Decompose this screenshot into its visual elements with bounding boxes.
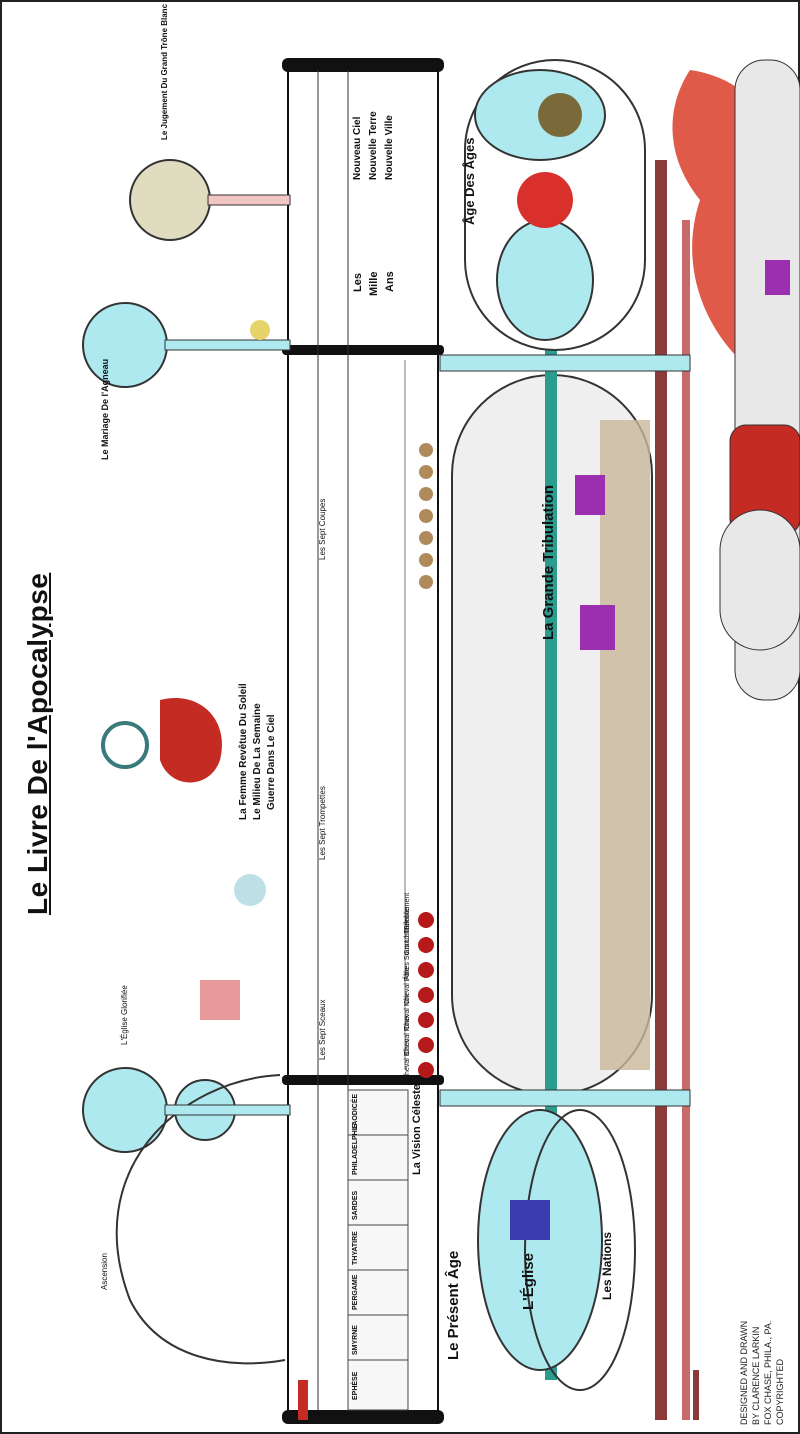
church-walled-label: L'Église Glorifiée xyxy=(120,985,129,1045)
abyss-oval xyxy=(719,509,800,651)
rapture-castle-bubble xyxy=(82,1067,168,1153)
church-label: L'Église xyxy=(520,1253,537,1310)
lamb-icon xyxy=(250,320,270,340)
nations-oval xyxy=(524,1109,636,1391)
church-smyrne: SMYRNE xyxy=(352,1325,359,1355)
judgment-label: Le Jugement Du Grand Trône Blanc xyxy=(160,3,169,140)
dragon-icon xyxy=(160,698,222,783)
cyan-band-2 xyxy=(439,354,691,372)
new-heaven: Nouveau Ciel xyxy=(352,116,363,180)
scroll-cap-mid2 xyxy=(282,345,444,355)
church-pergame: PERGAME xyxy=(352,1274,359,1310)
beast-icon xyxy=(580,605,615,650)
vision-label: La Vision Céleste xyxy=(411,1084,423,1175)
ascension-curve xyxy=(115,1074,286,1365)
seals-header: Les Sept Sceaux xyxy=(318,999,327,1060)
marriage-label: Le Mariage De l'Agneau xyxy=(100,358,110,460)
seal-dots xyxy=(418,912,434,1078)
bowl-dots xyxy=(419,443,433,589)
woman-label: La Femme Revêtue Du Soleil xyxy=(238,683,249,820)
age-line-right xyxy=(682,220,690,1420)
credit-block: DESIGNED AND DRAWN BY CLARENCE LARKIN FO… xyxy=(738,1321,786,1425)
great-tribulation-label: La Grande Tribulation xyxy=(540,484,557,640)
church-thyatire: THYATIRE xyxy=(352,1231,359,1265)
credit-line-1: DESIGNED AND DRAWN xyxy=(739,1320,749,1425)
throne-icon xyxy=(200,980,240,1020)
millennium-oval xyxy=(496,219,594,341)
present-age-label: Le Présent Âge xyxy=(445,1250,462,1360)
church-cells xyxy=(347,1089,409,1411)
nations-label: Les Nations xyxy=(600,1231,614,1300)
cyan-band xyxy=(439,1089,691,1107)
bowls-header: Les Sept Coupes xyxy=(318,498,327,560)
millennium-line-3: Ans xyxy=(384,271,396,292)
scroll-cap-bottom xyxy=(282,1410,444,1424)
beast-icon-2 xyxy=(575,475,605,515)
scroll-cap-mid xyxy=(282,1075,444,1085)
judgment-bubble xyxy=(129,159,211,241)
age-des-ages-label: Âge Des Âges xyxy=(462,137,477,225)
new-city: Nouvelle Ville xyxy=(384,115,395,180)
beast-icon-3 xyxy=(765,260,790,295)
credit-line-3: FOX CHASE, PHILA., PA. xyxy=(763,1320,773,1425)
seal-7: Silence xyxy=(404,907,411,930)
scroll-cap-top xyxy=(282,58,444,72)
marriage-castle-bubble xyxy=(82,302,168,388)
millennium-line-1: Les xyxy=(352,273,364,292)
ascension-label: Ascension xyxy=(100,1253,109,1290)
credit-line-4: COPYRIGHTED xyxy=(775,1358,785,1425)
woman-sun-icon xyxy=(101,721,149,769)
church-ephese: EPHÈSE xyxy=(352,1371,359,1400)
church-castle-icon xyxy=(510,1200,550,1240)
millennium-line-2: Mille xyxy=(368,271,380,296)
war-label: Guerre Dans Le Ciel xyxy=(266,714,277,810)
earth-icon xyxy=(538,93,582,137)
church-sardes: SARDES xyxy=(352,1190,359,1220)
trumpets-header: Les Sept Trompettes xyxy=(318,786,327,860)
millennium-key-label: Le Milieu De La Semaine xyxy=(252,703,263,820)
new-earth: Nouvelle Terre xyxy=(368,111,379,180)
angel-icon xyxy=(234,874,266,906)
church-laodicee: LAODICÉE xyxy=(352,1093,359,1130)
fire-globe-icon xyxy=(517,172,573,228)
age-line-left xyxy=(655,160,667,1420)
church-philadelphie: PHILADELPHIE xyxy=(352,1123,359,1175)
earth-band xyxy=(600,420,650,1070)
credit-line-2: BY CLARENCE LARKIN xyxy=(751,1326,761,1425)
